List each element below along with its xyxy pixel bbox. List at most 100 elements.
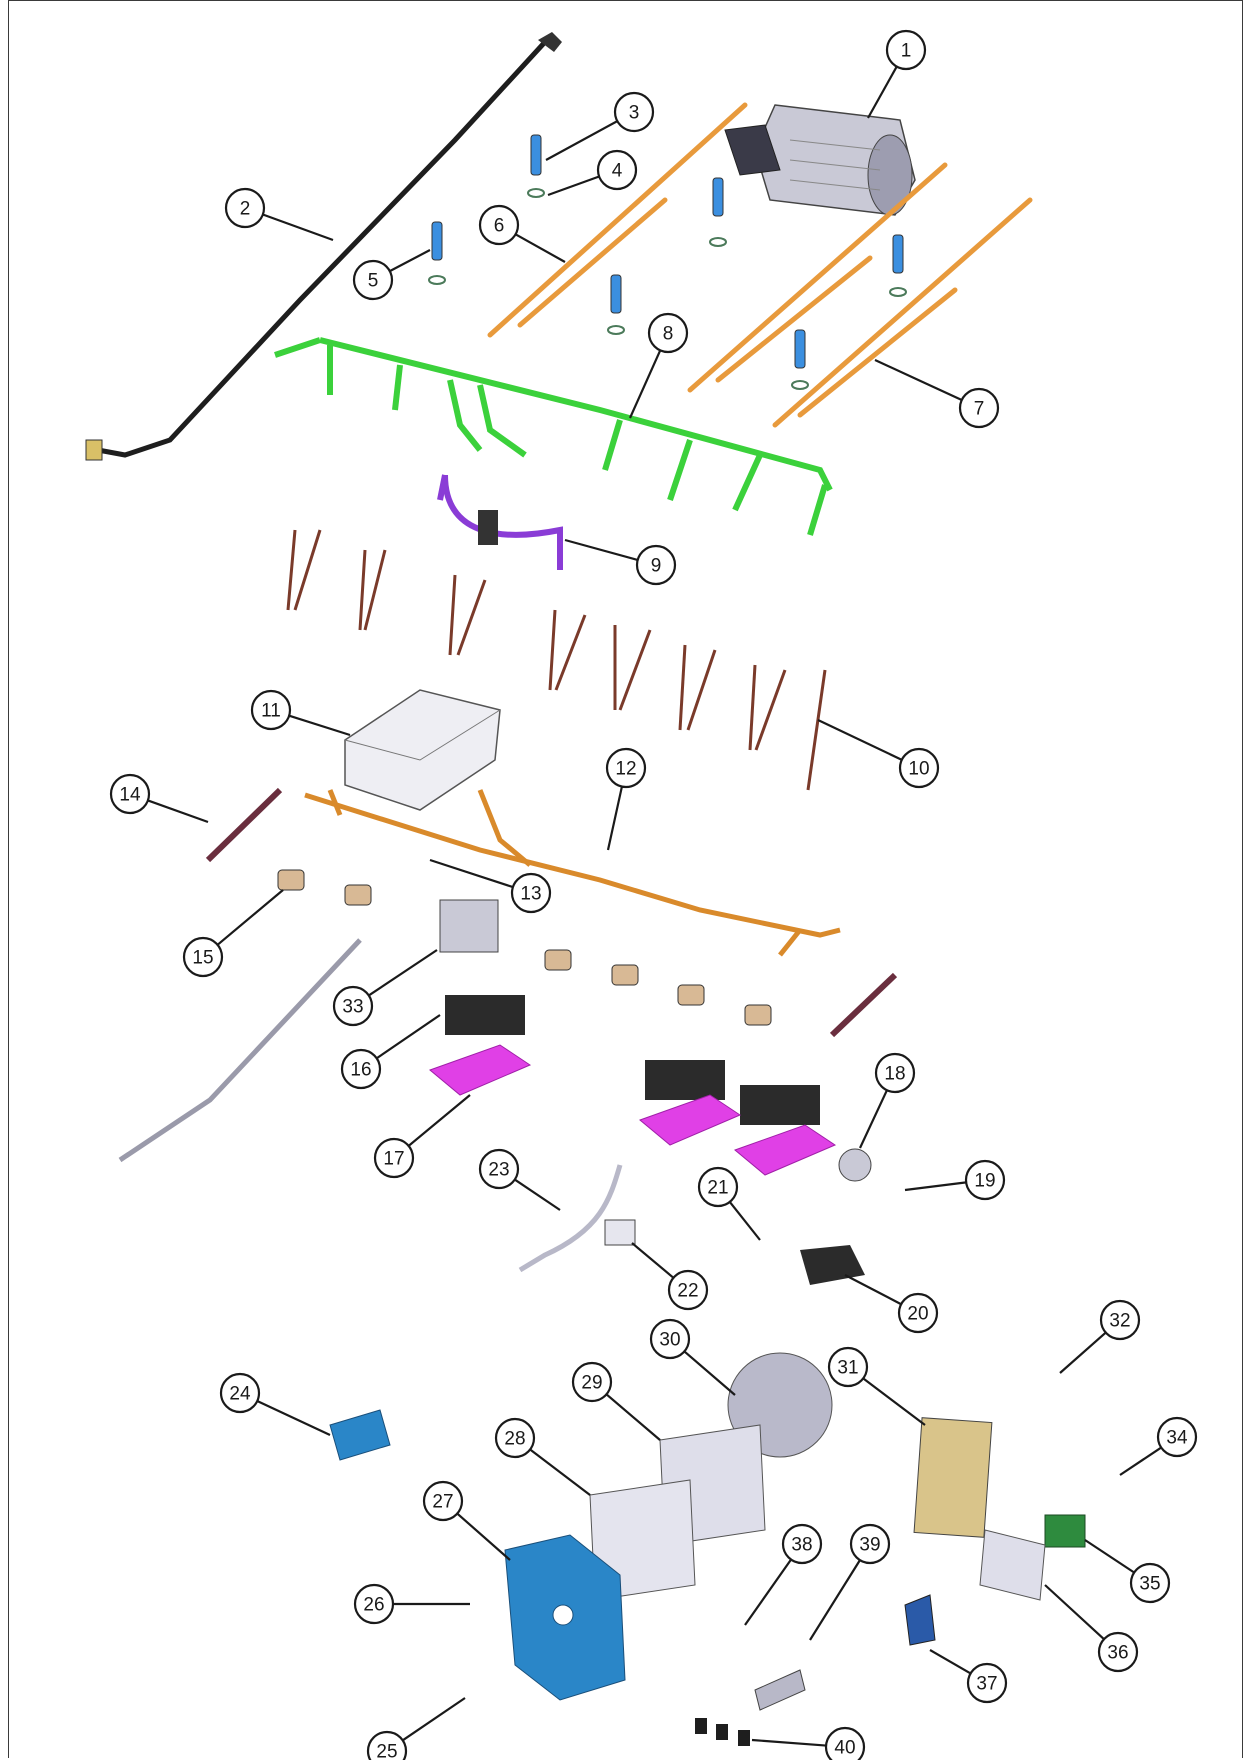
balloon-circle	[649, 1318, 691, 1360]
leader-line-11	[288, 714, 351, 737]
balloon-number: 32	[1109, 1311, 1130, 1332]
balloon-circle	[1156, 1416, 1198, 1458]
balloon-number: 28	[504, 1429, 525, 1450]
callout-balloon-1: 1	[885, 29, 927, 71]
callout-balloon-33: 33	[332, 985, 374, 1027]
callout-balloon-18: 18	[874, 1052, 916, 1094]
balloon-number: 31	[837, 1358, 858, 1379]
leader-line-2	[262, 213, 334, 242]
callout-balloon-31: 31	[827, 1346, 869, 1388]
balloon-circle	[613, 91, 655, 133]
callout-balloon-32: 32	[1099, 1299, 1141, 1341]
leader-line-31	[862, 1377, 926, 1426]
callout-balloon-3: 3	[613, 91, 655, 133]
leader-line-10	[817, 719, 903, 761]
switch-37-part	[904, 1594, 936, 1646]
callout-balloon-34: 34	[1156, 1416, 1198, 1458]
callout-balloon-6: 6	[478, 204, 520, 246]
control-box-part	[344, 689, 501, 811]
balloon-circle	[182, 936, 224, 978]
bracket-22-part	[604, 1219, 636, 1246]
balloon-circle	[596, 149, 638, 191]
mounting-brackets	[429, 1044, 837, 1176]
callout-balloon-28: 28	[494, 1417, 536, 1459]
leader-line-7	[874, 359, 963, 402]
balloon-number: 15	[192, 948, 213, 969]
balloon-number: 36	[1107, 1643, 1128, 1664]
purple-wire-harness	[437, 474, 563, 570]
leader-line-19	[904, 1181, 967, 1192]
callout-balloon-16: 16	[340, 1048, 382, 1090]
balloon-circle	[849, 1523, 891, 1565]
control-board-part	[913, 1417, 993, 1538]
balloon-number: 21	[707, 1178, 728, 1199]
callout-balloon-8: 8	[647, 312, 689, 354]
balloon-circle	[667, 1269, 709, 1311]
callout-balloon-12: 12	[605, 747, 647, 789]
balloon-circle	[966, 1662, 1008, 1704]
balloon-number: 11	[261, 701, 281, 722]
balloon-number: 10	[908, 759, 929, 780]
leader-line-9	[564, 538, 638, 562]
balloon-circle	[332, 985, 374, 1027]
igniter-washers	[428, 188, 907, 390]
balloon-circle	[781, 1523, 823, 1565]
callout-balloon-15: 15	[182, 936, 224, 978]
long-cable-part	[118, 938, 362, 1163]
blue-switch-part	[329, 1409, 391, 1461]
callout-balloon-17: 17	[373, 1137, 415, 1179]
balloon-number: 19	[974, 1171, 995, 1192]
leader-line-20	[844, 1274, 902, 1306]
callout-balloon-19: 19	[964, 1159, 1006, 1201]
balloon-number: 8	[663, 324, 674, 345]
balloon-circle	[510, 872, 552, 914]
balloon-number: 30	[659, 1330, 680, 1351]
wire-leads	[286, 529, 827, 791]
relay-board-part	[1044, 1514, 1086, 1548]
leader-line-40	[751, 1738, 827, 1747]
blower-motor-part	[724, 104, 916, 216]
callout-balloon-36: 36	[1097, 1631, 1139, 1673]
balloon-circle	[885, 29, 927, 71]
balloon-circle	[478, 204, 520, 246]
balloon-circle	[340, 1048, 382, 1090]
leader-lines	[147, 66, 1162, 1747]
balloon-circle	[1129, 1562, 1171, 1604]
leader-line-3	[545, 120, 618, 161]
balloon-number: 7	[974, 399, 985, 420]
balloon-number: 35	[1139, 1574, 1160, 1595]
balloon-circle	[635, 544, 677, 586]
leader-line-29	[605, 1393, 661, 1441]
balloon-number: 23	[488, 1160, 509, 1181]
callout-balloon-13: 13	[510, 872, 552, 914]
balloon-number: 2	[240, 199, 251, 220]
balloon-circle	[571, 1361, 613, 1403]
balloon-number: 25	[376, 1742, 397, 1760]
leader-line-27	[456, 1512, 511, 1561]
callout-balloon-26: 26	[353, 1583, 395, 1625]
balloon-number: 13	[520, 884, 541, 905]
leader-line-16	[376, 1014, 441, 1060]
power-cord-part	[85, 32, 562, 461]
balloon-number: 39	[859, 1535, 880, 1556]
balloon-circle	[824, 1726, 866, 1760]
leader-line-28	[529, 1448, 591, 1496]
leader-line-5	[389, 249, 431, 273]
leader-line-22	[631, 1242, 675, 1279]
balloon-number: 29	[581, 1373, 602, 1394]
balloon-number: 20	[907, 1304, 928, 1325]
balloon-circle	[366, 1730, 408, 1760]
balloon-circle	[353, 1583, 395, 1625]
balloon-circle	[422, 1480, 464, 1522]
pad-parts	[695, 1718, 750, 1746]
leader-line-1	[867, 66, 898, 119]
balloon-circle	[647, 312, 689, 354]
balloon-number: 4	[612, 161, 623, 182]
balloon-circle	[1097, 1631, 1139, 1673]
leader-line-38	[744, 1558, 792, 1626]
balloon-number: 34	[1166, 1428, 1188, 1449]
fan-motor-small-part	[838, 1148, 872, 1182]
leader-line-4	[547, 175, 600, 197]
balloon-number: 3	[629, 103, 640, 124]
